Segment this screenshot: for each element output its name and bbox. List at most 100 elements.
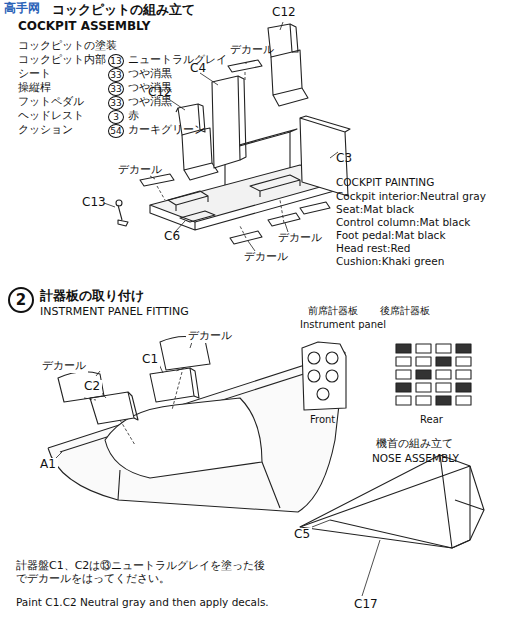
part-number: C2 — [82, 380, 102, 394]
illustration-stroke — [312, 520, 380, 596]
illustration-stroke — [150, 368, 194, 402]
label-text: デカール — [118, 164, 162, 177]
illustration-stroke — [326, 370, 338, 382]
part-number: C1 — [140, 353, 160, 367]
part-number: A1 — [38, 458, 58, 472]
illustration-stroke — [308, 352, 320, 364]
part-number: C12 — [272, 6, 296, 20]
illustration-stroke — [416, 396, 431, 405]
label-text: デカール — [244, 251, 288, 264]
illustration-stroke — [396, 396, 411, 405]
illustration-stroke — [290, 24, 298, 52]
label-text: デカール — [230, 44, 274, 57]
illustration-stroke — [302, 342, 346, 410]
label-text: Control column:Mat black — [336, 216, 470, 228]
label-text: Front — [310, 414, 335, 426]
label-text: デカール — [278, 232, 322, 245]
label-text: 後席計器板 — [380, 305, 430, 317]
illustration-stroke — [330, 520, 470, 548]
illustration-stroke — [436, 357, 451, 366]
part-number: C5 — [292, 528, 312, 542]
part-number: C6 — [164, 230, 180, 244]
label-text: ニュートラルグレイ — [128, 54, 227, 67]
label-text: コックピット内部 — [18, 54, 106, 67]
step-number: 2 — [16, 291, 26, 309]
label-text: つや消黒 — [128, 68, 172, 81]
label-text: コックピットの組み立て — [52, 3, 195, 18]
illustration-stroke — [308, 352, 338, 400]
label-text: カーキグリーン — [128, 124, 205, 137]
label-text: COCKPIT ASSEMBLY — [18, 20, 151, 34]
illustration-stroke — [456, 344, 471, 353]
paint-number: 13 — [108, 54, 124, 68]
illustration-stroke — [118, 462, 280, 508]
illustration-stroke — [456, 370, 471, 379]
illustration-stroke — [326, 352, 338, 364]
label-text: シート — [18, 68, 51, 81]
illustration-stroke — [308, 370, 320, 382]
illustration-stroke — [456, 383, 471, 392]
illustration-stroke — [58, 372, 104, 402]
label-text: 前席計器板 — [308, 305, 358, 317]
paint-number: 3 — [108, 110, 124, 124]
illustration-stroke — [150, 176, 155, 179]
illustration-stroke — [300, 455, 484, 548]
illustration-stroke — [436, 396, 451, 405]
label-text: Foot pedal:Mat black — [336, 229, 445, 241]
label-text: Rear — [420, 414, 443, 426]
illustration-stroke — [48, 352, 345, 512]
label-text: Instrument panel — [300, 319, 386, 331]
part-number: C12 — [148, 86, 172, 100]
illustration-stroke — [268, 213, 300, 226]
label-text: 操縦桿 — [18, 82, 51, 95]
label-text: INSTRMENT PANEL FITTING — [40, 306, 189, 319]
illustration-stroke — [280, 22, 283, 30]
label-text: デカール — [186, 330, 234, 343]
illustration-stroke — [436, 344, 451, 353]
illustration-stroke — [180, 211, 215, 222]
illustration-stroke — [416, 370, 431, 379]
illustration-stroke — [184, 163, 218, 180]
illustration-stroke — [416, 344, 431, 353]
illustration-stroke — [362, 540, 380, 596]
step-number-circle: 2 — [8, 287, 34, 313]
illustration-stroke — [317, 388, 329, 400]
label-text: 計器盤C1、C2は⑬ニュートラルグレイを塗った後でデカールをはってください。 — [16, 560, 266, 585]
label-text: クッション — [18, 124, 73, 137]
illustration-stroke — [300, 116, 350, 132]
label-text: Cockpit interior:Neutral gray — [336, 190, 486, 202]
illustration-stroke — [228, 60, 262, 72]
illustration-stroke — [396, 344, 471, 405]
illustration-stroke — [456, 396, 471, 405]
label-text: フットペダル — [18, 96, 84, 109]
part-number: C4 — [190, 62, 206, 76]
illustration-stroke — [190, 368, 199, 398]
illustration-stroke — [396, 383, 411, 392]
illustration-stroke — [212, 76, 240, 168]
illustration-stroke — [150, 180, 345, 230]
label-text: 計器板の取り付け — [40, 289, 144, 304]
label-text: Cushion:Khaki green — [336, 255, 444, 267]
illustration-stroke — [116, 200, 128, 226]
label-text: 機首の組み立て — [376, 438, 453, 451]
illustration-stroke — [285, 223, 288, 232]
illustration-stroke — [168, 191, 208, 211]
label-text: COCKPIT PAINTING — [336, 176, 434, 188]
illustration-stroke — [246, 62, 247, 64]
label-text: ヘッドレスト — [18, 110, 84, 123]
label-text: Head rest:Red — [336, 242, 410, 254]
illustration-stroke — [300, 455, 484, 548]
illustration-stroke — [456, 357, 471, 366]
illustration-stroke — [416, 357, 431, 366]
illustration-stroke — [271, 50, 302, 95]
label-text: 赤 — [128, 110, 139, 123]
illustration-stroke — [396, 357, 411, 366]
illustration-stroke — [104, 22, 338, 251]
illustration-stroke — [248, 241, 255, 251]
label-text: デカール — [40, 360, 88, 373]
illustration-stroke — [416, 383, 431, 392]
illustration-stroke — [238, 76, 246, 160]
illustration-stroke — [96, 342, 192, 376]
part-number: C13 — [82, 196, 106, 210]
illustration-stroke — [300, 202, 330, 214]
